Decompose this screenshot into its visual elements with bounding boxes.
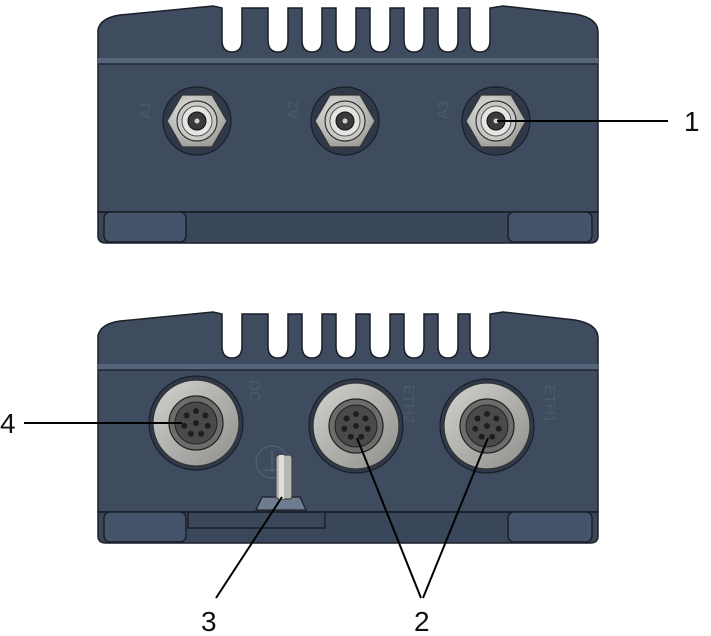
callout-1: 1 (684, 106, 700, 137)
callout-line-2a (356, 437, 422, 599)
callout-line-3 (215, 496, 283, 599)
coax-port-a1 (162, 86, 232, 156)
m12-port-eth2 (308, 378, 404, 474)
top-view: A1 A2 A3 1 (97, 5, 700, 244)
port-label-a2: A2 (285, 101, 302, 119)
callout-line-2b (422, 437, 489, 599)
ground-stud (255, 445, 307, 511)
port-label-dc: DC (246, 380, 263, 402)
bottom-housing-lip (98, 364, 598, 370)
bottom-foot-right (507, 511, 593, 543)
port-label-a1: A1 (137, 101, 154, 119)
port-label-a3: A3 (435, 101, 452, 119)
top-housing-base (97, 211, 599, 244)
bottom-view: DC ETH2 ETH1 4 3 2 (0, 311, 599, 636)
bottom-foot-left (103, 511, 187, 543)
top-foot-right (507, 211, 593, 243)
callout-2: 2 (414, 606, 430, 636)
m12-port-eth1 (439, 378, 535, 474)
port-label-eth2: ETH2 (400, 385, 417, 423)
callout-3: 3 (201, 606, 217, 636)
cable-channel (187, 512, 326, 529)
m12-port-dc (148, 375, 244, 471)
bottom-housing-base (97, 511, 599, 544)
coax-port-a2 (310, 86, 380, 156)
callout-4: 4 (0, 408, 16, 439)
top-foot-left (103, 211, 187, 243)
port-label-eth1: ETH1 (541, 385, 558, 423)
top-housing-lip (98, 58, 598, 64)
